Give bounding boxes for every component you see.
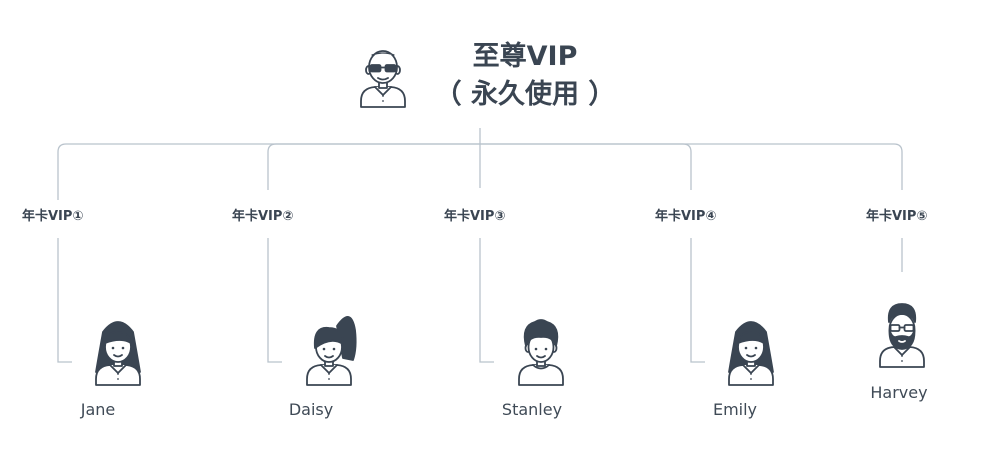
drop-line-daisy [267, 238, 282, 363]
tier-label-4: 年卡VIP④ [655, 209, 717, 224]
bald-man-glasses-avatar-icon [360, 50, 406, 108]
root-title-line1: 至尊VIP [472, 41, 578, 72]
tier-label-5: 年卡VIP⑤ [866, 209, 928, 224]
drop-line-emily [690, 238, 705, 363]
woman-long-hair-avatar-icon [95, 321, 141, 386]
root-title-line2: （ 永久使用 ） [434, 79, 616, 110]
person-name-harvey: Harvey [870, 383, 928, 402]
man-curly-hair-avatar-icon [518, 319, 564, 386]
tier-label-2: 年卡VIP② [232, 209, 294, 224]
person-name-stanley: Stanley [501, 400, 563, 419]
bearded-man-glasses-avatar-icon [879, 303, 925, 368]
tier-label-1: 年卡VIP① [22, 209, 84, 224]
woman-long-hair-avatar-icon [728, 321, 774, 386]
person-name-daisy: Daisy [288, 400, 334, 419]
inner-bus-line [267, 143, 692, 190]
drop-line-stanley [479, 238, 494, 363]
person-name-emily: Emily [712, 400, 758, 419]
drop-line-jane [57, 238, 72, 363]
person-name-jane: Jane [80, 400, 116, 419]
woman-ponytail-avatar-icon [306, 316, 357, 386]
tier-label-3: 年卡VIP③ [444, 209, 506, 224]
